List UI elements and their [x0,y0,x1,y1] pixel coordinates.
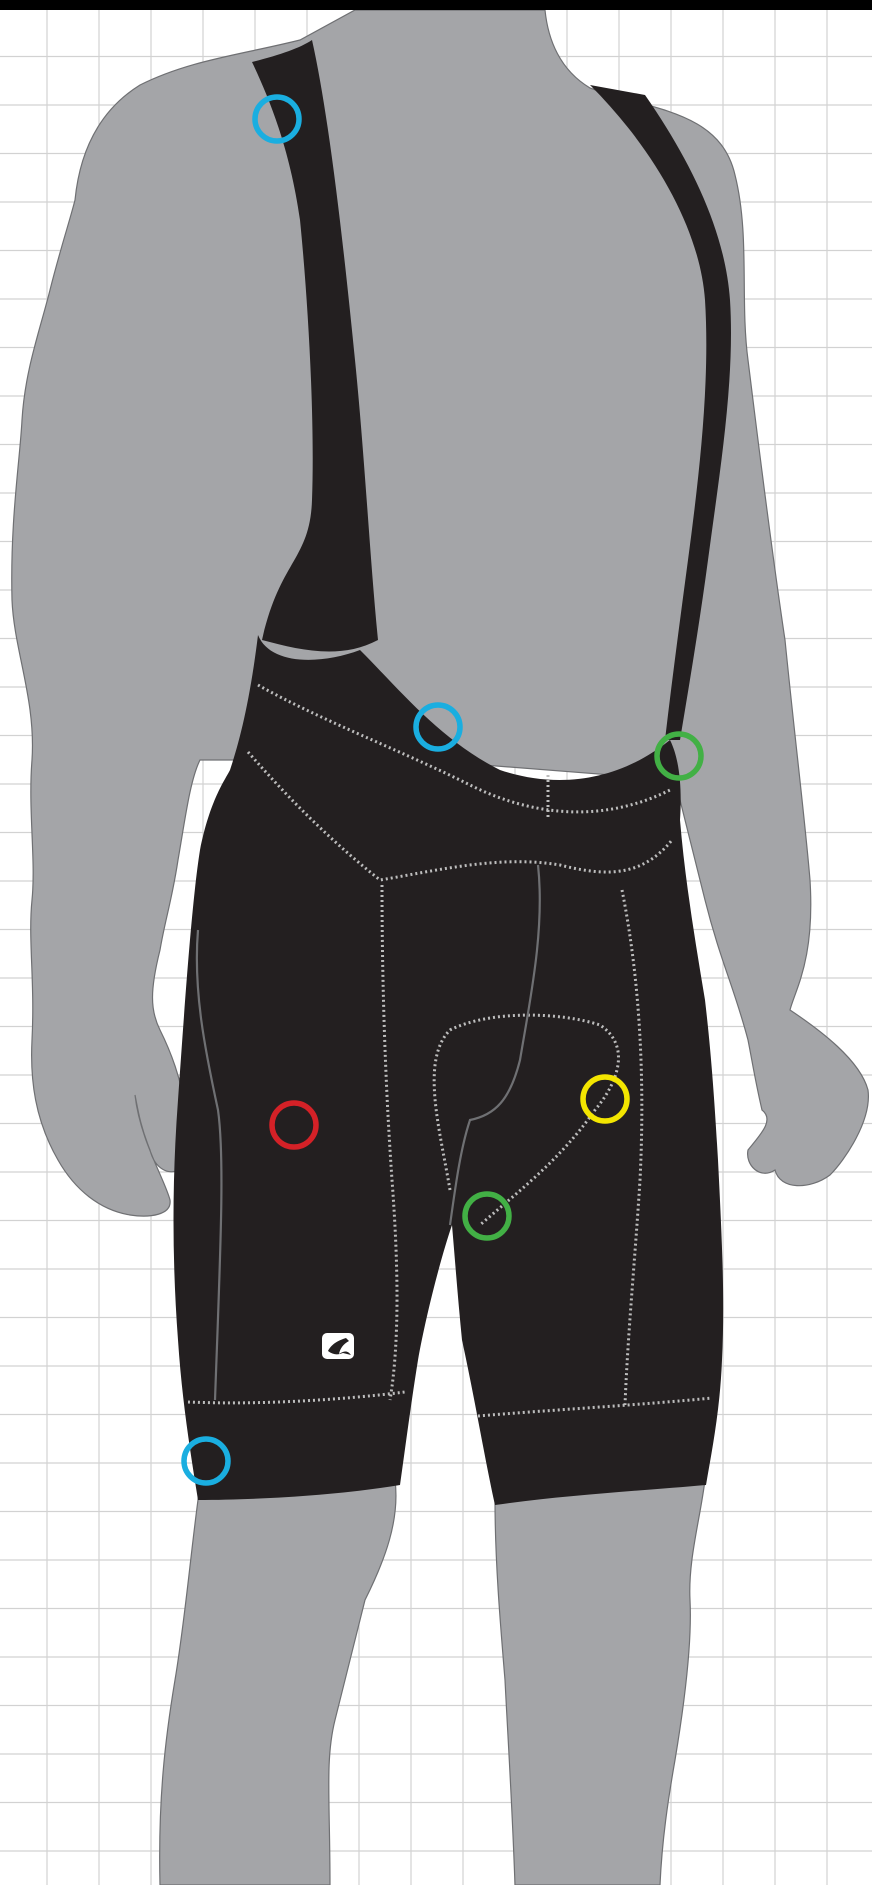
leaping-deer-logo-icon [322,1333,354,1359]
mannequin-right-leg [495,1480,705,1885]
mannequin-left-leg [160,1480,396,1885]
top-strip [0,0,872,10]
